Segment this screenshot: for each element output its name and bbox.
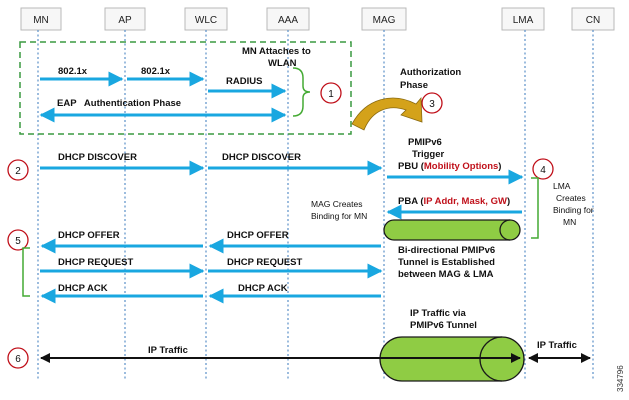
step-circle-4 <box>532 158 554 180</box>
dhcp-offer-label-2: DHCP OFFER <box>227 230 289 241</box>
tunnel-bidirectional-end <box>499 219 511 241</box>
entity-label-lma: LMA <box>513 15 534 26</box>
ip-via-tunnel-line2: PMIPv6 Tunnel <box>410 320 477 331</box>
step-circle-2 <box>7 159 29 181</box>
mag-binding-line2: Binding for MN <box>311 211 367 221</box>
bidir-tunnel-line2: Tunnel is Established <box>398 257 495 268</box>
pbu-mobility-options: Mobility Options <box>424 161 498 172</box>
entity-label-aaa: AAA <box>278 15 298 26</box>
dhcp-request-label-2: DHCP REQUEST <box>227 257 303 268</box>
entity-label-ap: AP <box>118 15 132 26</box>
authorization-label-line2: Phase <box>400 80 428 91</box>
lma-binding-line3: Binding for <box>553 205 594 215</box>
lma-binding-line4: MN <box>563 217 576 227</box>
dot1x-label-mn-ap: 802.1x <box>58 66 88 77</box>
entity-label-mag: MAG <box>373 15 396 26</box>
authorization-label-line1: Authorization <box>400 67 461 78</box>
ip-via-tunnel-line1: IP Traffic via <box>410 308 467 319</box>
step-circle-3 <box>421 92 443 114</box>
dhcp-discover-label-1: DHCP DISCOVER <box>58 152 137 163</box>
ip-traffic-label-left: IP Traffic <box>148 345 188 356</box>
step-circle-6 <box>7 347 29 369</box>
bidir-tunnel-line1: Bi-directional PMIPv6 <box>398 245 495 256</box>
dot1x-label-ap-wlc: 802.1x <box>141 66 171 77</box>
wlan-attach-group <box>19 41 352 135</box>
brace-step-1 <box>292 67 311 117</box>
entity-box-mn <box>20 7 62 31</box>
pmipv6-trigger-line2: Trigger <box>412 149 445 160</box>
step-number-2: 2 <box>15 166 21 177</box>
step-number-4: 4 <box>540 165 546 176</box>
pba-label: PBA (IP Addr, Mask, GW) <box>398 196 510 207</box>
lma-binding-line2: Creates <box>556 193 586 203</box>
pba-suffix: ) <box>507 196 510 207</box>
entity-label-cn: CN <box>586 15 600 26</box>
step-number-3: 3 <box>429 99 435 110</box>
pbu-suffix: ) <box>498 161 501 172</box>
dhcp-discover-label-2: DHCP DISCOVER <box>222 152 301 163</box>
radius-label: RADIUS <box>226 76 262 87</box>
authorization-curved-arrow <box>351 96 423 131</box>
entity-headers: MN AP WLC AAA MAG LMA CN <box>20 7 615 31</box>
dhcp-request-label-1: DHCP REQUEST <box>58 257 134 268</box>
step-circle-5 <box>7 229 29 251</box>
pbu-prefix: PBU ( <box>398 161 425 172</box>
mag-binding-line1: MAG Creates <box>311 199 363 209</box>
pbu-label: PBU (Mobility Options) <box>398 161 501 172</box>
dhcp-ack-label-2: DHCP ACK <box>238 283 288 294</box>
lma-binding-line1: LMA <box>553 181 571 191</box>
entity-label-wlc: WLC <box>195 15 217 26</box>
step-number-1: 1 <box>328 89 334 100</box>
mn-attaches-label-line2: WLAN <box>268 58 297 69</box>
brace-step-5 <box>22 247 30 297</box>
figure-id: 334796 <box>616 365 625 392</box>
ip-traffic-label-right: IP Traffic <box>537 340 577 351</box>
pba-prefix: PBA ( <box>398 196 424 207</box>
step-circle-1 <box>320 82 342 104</box>
bidir-tunnel-line3: between MAG & LMA <box>398 269 494 280</box>
pmipv6-trigger-line1: PMIPv6 <box>408 137 442 148</box>
step-number-6: 6 <box>15 354 21 365</box>
mn-attaches-label-line1: MN Attaches to <box>242 46 311 57</box>
dhcp-ack-label-1: DHCP ACK <box>58 283 108 294</box>
eap-phase-label: EAP Authentication Phase <box>57 98 181 109</box>
entity-box-lma <box>501 7 545 31</box>
dhcp-offer-label-1: DHCP OFFER <box>58 230 120 241</box>
pba-params: IP Addr, Mask, GW <box>424 196 507 207</box>
brace-step-4 <box>531 177 539 239</box>
step-number-5: 5 <box>15 236 21 247</box>
entity-label-mn: MN <box>33 15 49 26</box>
